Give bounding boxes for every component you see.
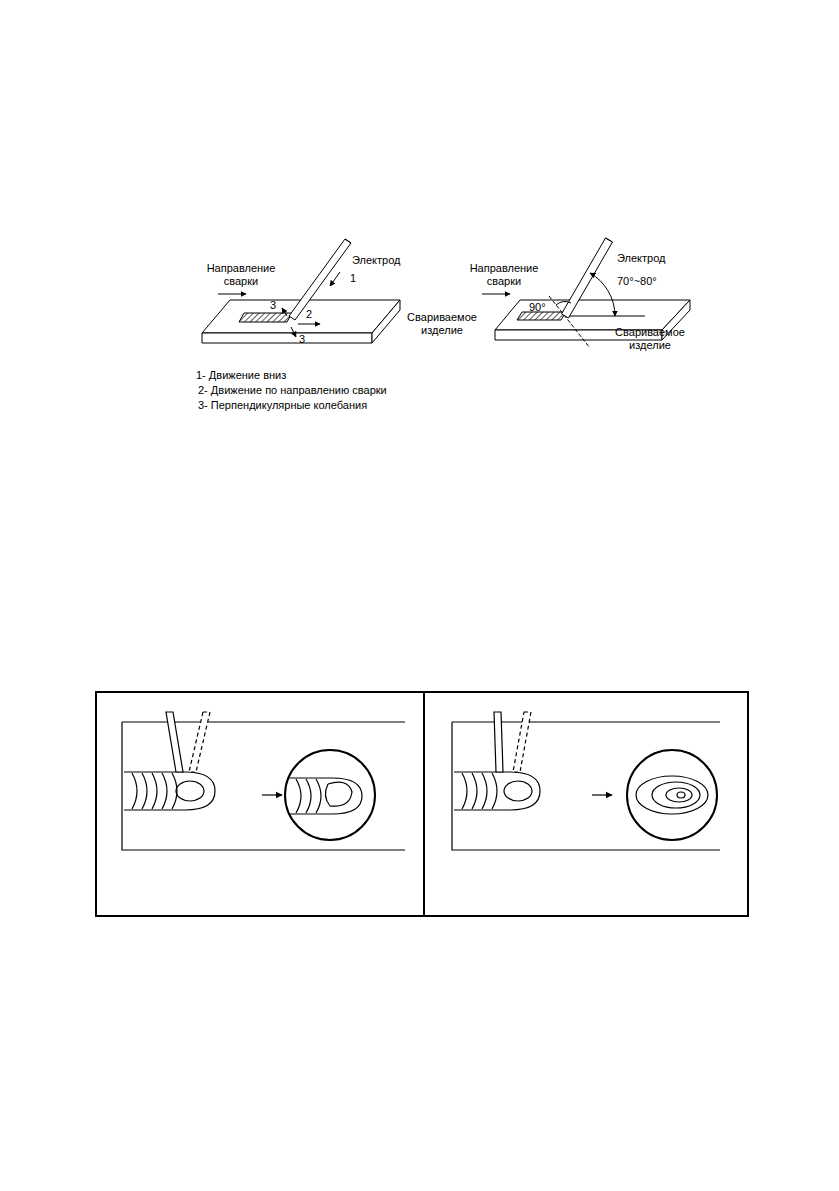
direction-label: Направление сварки — [205, 262, 277, 288]
callout-number: 1 — [350, 272, 356, 285]
electrode-end — [606, 238, 613, 242]
plate-side — [372, 300, 400, 343]
weld-bead — [124, 772, 215, 810]
bottom-table — [96, 692, 748, 916]
electrode-moved — [513, 712, 531, 772]
table-border — [96, 692, 748, 916]
bead-detail — [288, 778, 362, 814]
direction-label: Направление сварки — [468, 262, 540, 288]
crater-figure-left — [122, 712, 405, 850]
electrode — [166, 712, 183, 772]
left-welding-figure — [202, 239, 400, 343]
weld-bead — [239, 313, 292, 322]
plate-outline — [452, 722, 720, 850]
workpiece-label: Свариваемое изделие — [610, 326, 690, 352]
direction-arrow — [218, 294, 246, 295]
callout-number: 3 — [270, 299, 276, 312]
bead-ripple — [666, 788, 692, 802]
electrode-moved — [189, 712, 210, 772]
table-divider — [423, 692, 425, 916]
motion-arrow-forward — [298, 324, 320, 325]
bead-ripples — [296, 779, 321, 813]
plate-top — [495, 300, 690, 330]
bead-ripple — [652, 782, 700, 808]
weld-bead — [517, 312, 566, 320]
direction-arrow — [482, 294, 510, 295]
magnified-view — [285, 750, 375, 840]
crater-filled — [504, 781, 532, 801]
bead-center — [677, 792, 685, 798]
oscillation-arrow — [282, 308, 287, 316]
crater-figure-right — [452, 712, 720, 850]
arrow — [592, 794, 612, 795]
electrode — [562, 238, 613, 318]
weld-bead — [454, 772, 540, 810]
magnified-view — [627, 750, 717, 840]
right-angle-arc — [556, 302, 571, 305]
reference-line — [565, 316, 645, 317]
legend-note: 3- Перпендикулярные колебания — [198, 399, 367, 412]
workpiece-label: Свариваемое изделие — [402, 311, 482, 337]
electrode-label: Электрод — [617, 252, 665, 265]
bead-detail — [636, 776, 708, 814]
plate-front — [202, 333, 372, 343]
electrode-end — [345, 239, 351, 243]
crater — [176, 781, 204, 801]
crater-detail — [325, 782, 352, 806]
electrode-label: Электрод — [352, 254, 400, 267]
angle-label: 70°~80° — [617, 275, 657, 288]
oscillation-arrow — [291, 327, 296, 337]
angle-label: 90° — [529, 301, 546, 314]
electrode — [289, 239, 351, 320]
bead-ripples — [462, 773, 497, 809]
callout-number: 2 — [306, 308, 312, 321]
electrode — [494, 712, 503, 772]
legend-note: 1- Движение вниз — [196, 369, 286, 382]
angle-arc — [590, 273, 615, 316]
callout-number: 3 — [299, 333, 305, 346]
bead-ripples — [132, 773, 177, 809]
arrow — [262, 794, 282, 795]
plate-outline — [122, 722, 405, 850]
legend-note: 2- Движение по направлению сварки — [198, 384, 387, 397]
motion-arrow-down — [330, 272, 340, 286]
